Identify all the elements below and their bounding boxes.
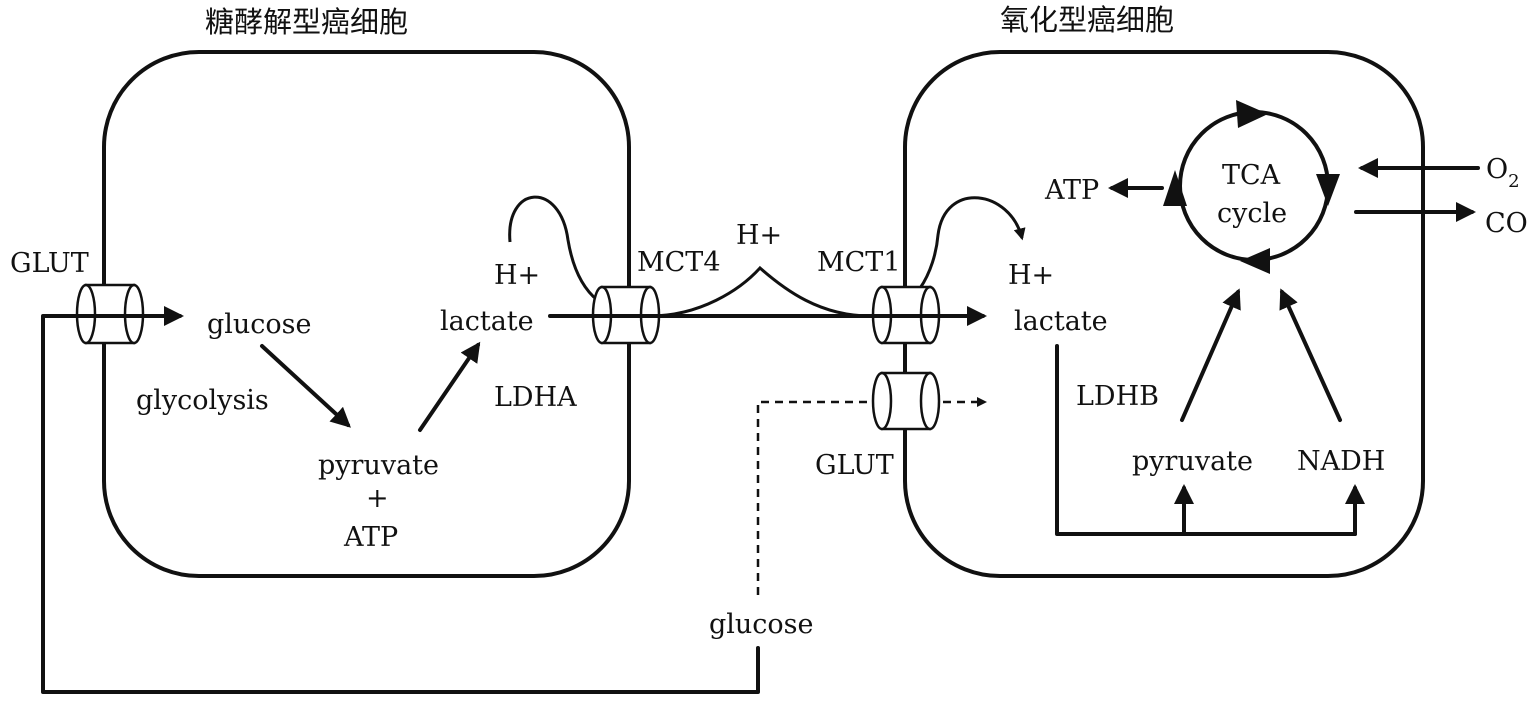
tca-arrowhead-top (1236, 100, 1268, 128)
proton-label-left: H+ (494, 260, 540, 291)
glut-label-left: GLUT (10, 248, 89, 279)
nadh-label: NADH (1297, 446, 1385, 477)
glycolysis-arrow-up (418, 341, 481, 432)
glut-label-right: GLUT (815, 450, 894, 481)
lactate-label-left: lactate (440, 306, 534, 337)
oxygen-label: O2 (1486, 154, 1520, 192)
pyruvate-to-tca-arrow (1180, 288, 1241, 422)
oxygen-subscript: 2 (1508, 171, 1519, 192)
ldhb-bracket (1055, 344, 1357, 536)
mct4-label: MCT4 (637, 247, 721, 278)
glucose-label-extracellular: glucose (709, 609, 814, 640)
proton-label-right: H+ (1008, 260, 1054, 291)
proton-label-extracellular: H+ (736, 220, 782, 251)
proton-arc-extracellular (649, 265, 871, 318)
ldha-label: LDHA (494, 382, 577, 413)
glycolytic-cell-title: 糖酵解型癌细胞 (205, 5, 408, 39)
glucose-label-left: glucose (207, 309, 312, 340)
glucose-supply-line (41, 306, 760, 694)
mct1-label: MCT1 (817, 247, 901, 278)
atp-label-left: ATP (343, 522, 398, 553)
tca-arrowhead-right (1316, 174, 1340, 206)
ldhb-label: LDHB (1076, 381, 1159, 412)
co-label: CO (1485, 208, 1528, 239)
pyruvate-label-left: pyruvate (318, 450, 439, 481)
lactate-label-right: lactate (1014, 306, 1108, 337)
oxidative-cell-title: 氧化型癌细胞 (1000, 3, 1174, 37)
tca-label-line2: cycle (1217, 198, 1287, 229)
atp-label-right: ATP (1044, 175, 1099, 206)
tca-arrowhead-left (1163, 170, 1187, 206)
glycolysis-arrow-down (260, 344, 351, 428)
oxygen-symbol: O (1486, 154, 1508, 185)
glucose-dashed-path (756, 397, 987, 595)
tca-label-line1: TCA (1222, 160, 1281, 191)
plus-label: + (366, 483, 389, 514)
pyruvate-label-right: pyruvate (1132, 446, 1253, 477)
nadh-to-tca-arrow (1279, 288, 1342, 422)
glycolysis-label: glycolysis (136, 385, 269, 416)
glut-channel-right (871, 371, 941, 431)
tca-arrowhead-bottom (1240, 248, 1270, 274)
